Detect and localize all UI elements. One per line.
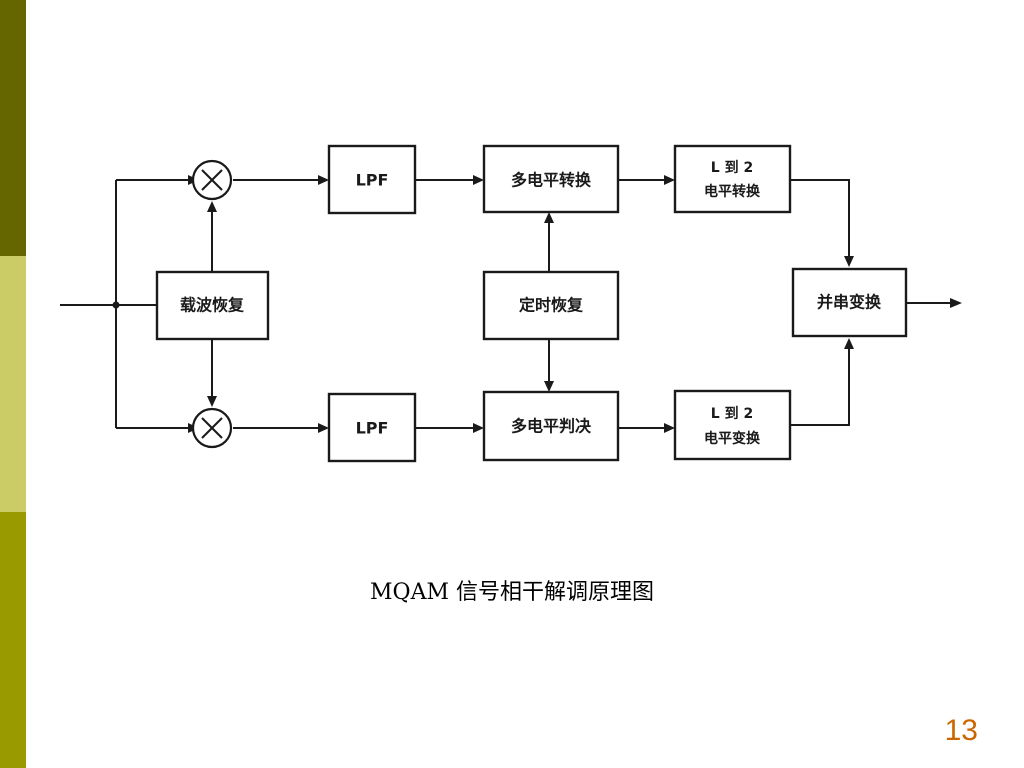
- parallel-serial-label: 并串变换: [817, 293, 882, 312]
- signal-wires: [60, 179, 952, 429]
- input-junction-dot: [112, 301, 120, 309]
- page-number: 13: [944, 714, 978, 747]
- carrier-recovery-block: 载波恢复: [155, 270, 270, 341]
- figure-caption: MQAM 信号相干解调原理图: [370, 580, 654, 605]
- timing-recovery-block: 定时恢复: [482, 270, 620, 341]
- multilevel-decision-label: 多电平判决: [511, 417, 592, 436]
- sidebar-bottom-band: [0, 512, 26, 768]
- carrier-recovery-label: 载波恢复: [180, 296, 245, 315]
- lpf-bottom-block: LPF: [327, 392, 417, 463]
- sidebar-top-band: [0, 0, 26, 256]
- lpf-top-label: LPF: [356, 171, 389, 190]
- multilevel-convert-block: 多电平转换: [482, 144, 620, 214]
- multilevel-decision-block: 多电平判决: [482, 390, 620, 462]
- mixer-bottom: [191, 407, 233, 449]
- l-to-2-top-label-line1: L 到 2: [711, 160, 753, 176]
- l-to-2-top-label-line2: 电平转换: [704, 183, 761, 200]
- parallel-serial-block: 并串变换: [791, 267, 908, 338]
- l-to-2-bottom-label-line1: L 到 2: [711, 406, 753, 422]
- lpf-top-block: LPF: [327, 144, 417, 215]
- lpf-bottom-label: LPF: [356, 419, 389, 438]
- sidebar-middle-band: [0, 256, 26, 512]
- mixer-top: [191, 159, 233, 201]
- l-to-2-bottom-label-line2: 电平变换: [704, 430, 761, 447]
- l-to-2-bottom-block: L 到 2 电平变换: [673, 389, 792, 461]
- l-to-2-top-block: L 到 2 电平转换: [673, 144, 792, 214]
- multilevel-convert-label: 多电平转换: [511, 171, 592, 190]
- timing-recovery-label: 定时恢复: [518, 296, 584, 315]
